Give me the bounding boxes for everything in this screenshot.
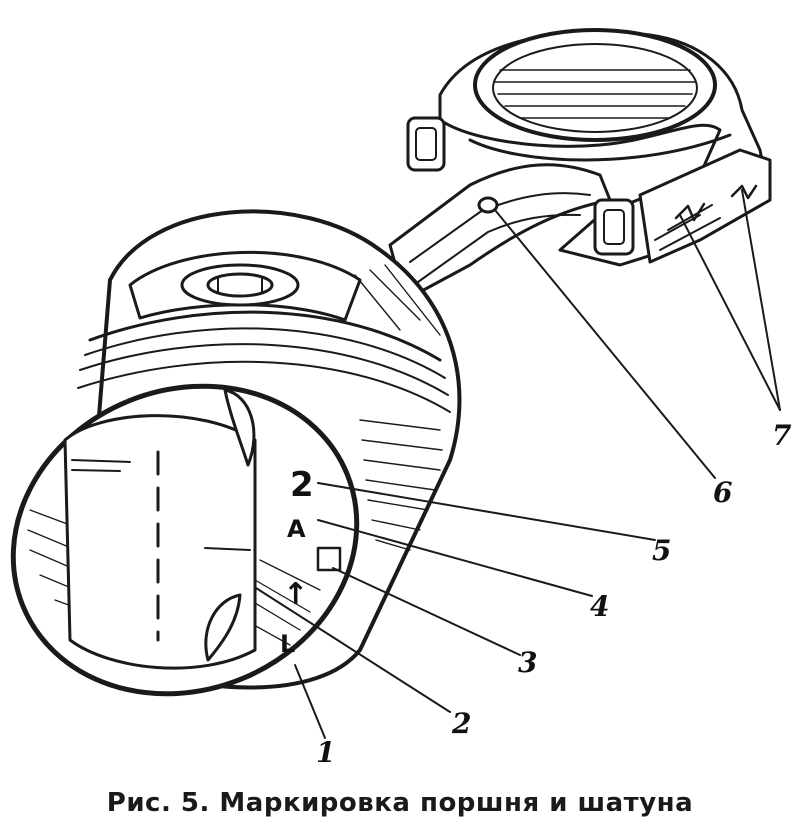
callout-3: 3	[518, 646, 537, 679]
leader-7a	[679, 214, 781, 411]
leader-lines	[255, 189, 781, 739]
callout-5: 5	[652, 534, 671, 567]
callout-4: 4	[590, 590, 609, 623]
rod-oil-hole	[477, 196, 499, 214]
callout-7: 7	[772, 419, 792, 452]
mark-stamp: L	[280, 630, 295, 658]
piston: 2 А ↑ L	[10, 209, 462, 697]
connecting-rod	[388, 28, 772, 302]
valve-recess-bottom	[204, 593, 242, 662]
leader-7b	[741, 189, 781, 411]
callout-labels: 1 2 3 4 5 6 7	[316, 419, 792, 769]
rod-weight-mark-1	[674, 202, 706, 222]
callout-6: 6	[713, 476, 732, 509]
bolt-right	[593, 198, 635, 256]
figure-caption: Рис. 5. Маркировка поршня и шатуна	[106, 788, 694, 818]
leader-6	[494, 209, 716, 479]
callout-2: 2	[451, 707, 471, 740]
leader-1	[294, 664, 326, 739]
mark-arrow: ↑	[283, 577, 308, 612]
leader-4	[317, 519, 593, 597]
rod-weight-mark-2	[730, 184, 758, 200]
valve-recess-top	[223, 388, 256, 467]
mark-square	[316, 546, 342, 572]
leader-5	[317, 482, 656, 541]
mark-size-group: 2	[290, 465, 314, 505]
leader-2	[255, 587, 451, 713]
bolt-left	[406, 116, 446, 172]
mark-letter: А	[287, 515, 306, 543]
leader-3	[332, 567, 521, 656]
callout-1: 1	[316, 736, 335, 769]
